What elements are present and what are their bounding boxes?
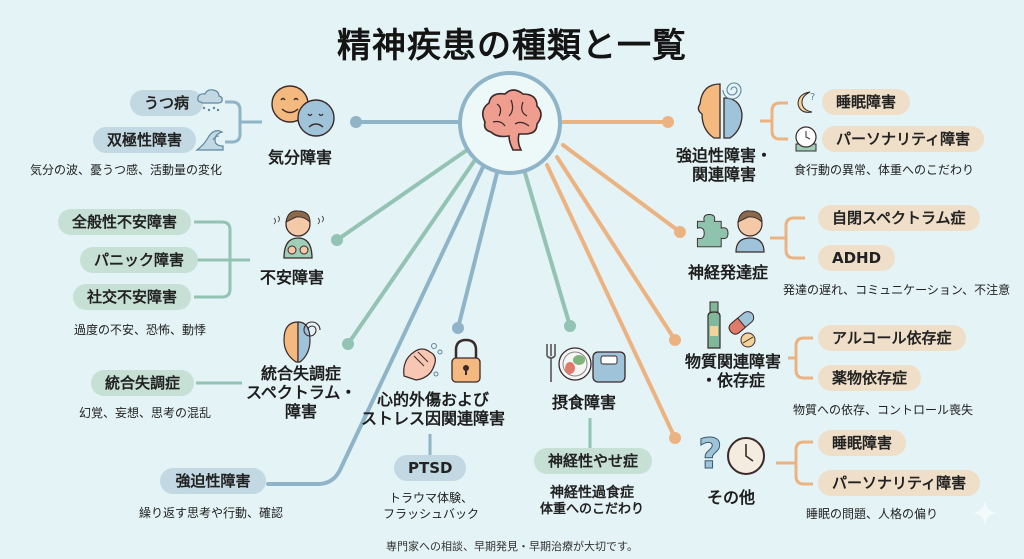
category-trauma-label: 心的外傷および ストレス因関連障害: [360, 390, 505, 428]
rain-cloud-icon: [196, 88, 224, 118]
pill-sleep-disorder[interactable]: 睡眠障害: [822, 89, 911, 115]
brain-hub: [457, 70, 563, 176]
plate-scale-icon: [543, 338, 627, 390]
schizophrenia-description: 幻覚、妄想、思考の混乱: [79, 406, 212, 420]
bottle-pills-icon: [704, 300, 762, 354]
pill-alcohol[interactable]: アルコール依存症: [818, 325, 966, 351]
substance-description: 物質への依存、コントロール喪失: [793, 403, 974, 417]
category-other-label: その他: [707, 488, 756, 507]
svg-text:?: ?: [698, 430, 722, 478]
eating-description: 神経性過食症 体重へのこだわり: [539, 485, 644, 517]
happy-sad-faces-icon: [268, 82, 340, 146]
sparkle-icon: [972, 500, 998, 530]
question-clock-icon: ?: [698, 429, 768, 484]
pill-drug[interactable]: 薬物依存症: [818, 365, 922, 391]
page-title: 精神疾患の種類と一覧: [337, 26, 687, 66]
pill-other-sleep[interactable]: 睡眠障害: [818, 430, 907, 456]
category-schizophrenia-label: 統合失調症 スペクトラム・ 障害: [246, 364, 357, 421]
neurodev-description: 発達の遅れ、コミュニケーション、不注意: [783, 283, 1011, 297]
pill-personality-disorder[interactable]: パーソナリティ障害: [822, 126, 985, 152]
washing-hands-lock-icon: [400, 338, 490, 390]
category-substance-label: 物質関連障害 ・依存症: [684, 352, 781, 390]
svg-text:?: ?: [810, 92, 815, 103]
category-eating-label: 摂食障害: [552, 393, 617, 412]
pill-adhd[interactable]: ADHD: [818, 245, 896, 271]
ocd-description: 繰り返す思考や行動、確認: [139, 506, 284, 520]
puzzle-child-icon: [694, 206, 766, 258]
category-mood-label: 気分障害: [268, 148, 333, 167]
footer-note: 専門家への相談、早期発見・早期治療が大切です。: [386, 540, 638, 553]
trauma-description: トラウマ体験、 フラッシュバック: [382, 491, 479, 521]
pill-autism[interactable]: 自閉スペクトラム症: [818, 205, 980, 231]
brain-icon: [458, 71, 562, 175]
pill-gad[interactable]: 全般性不安障害: [58, 209, 192, 235]
pill-ocd[interactable]: 強迫性障害: [160, 468, 266, 494]
pill-panic[interactable]: パニック障害: [80, 247, 199, 273]
pill-depression[interactable]: うつ病: [130, 90, 204, 116]
category-ocd-related-label: 強迫性障害・ 関連障害: [676, 146, 773, 184]
pill-schizophrenia[interactable]: 統合失調症: [91, 370, 195, 396]
ocd-related-description: 食行動の異常、体重へのこだわり: [794, 163, 975, 177]
pill-anorexia[interactable]: 神経性やせ症: [534, 448, 653, 474]
pill-bipolar[interactable]: 双極性障害: [93, 127, 197, 153]
other-description: 睡眠の問題、人格の偏り: [806, 507, 939, 521]
category-neurodev-label: 神経発達症: [688, 263, 769, 282]
pill-social-anxiety[interactable]: 社交不安障害: [73, 284, 192, 310]
mood-description: 気分の波、憂うつ感、活動量の変化: [30, 163, 223, 177]
moon-question-icon: ?: [792, 88, 820, 120]
two-faces-spiral-icon: [690, 80, 756, 146]
pill-ptsd[interactable]: PTSD: [394, 455, 466, 481]
split-face-spiral-icon: [274, 318, 324, 368]
anxious-person-icon: [270, 206, 326, 264]
anxiety-description: 過度の不安、恐怖、動悸: [74, 323, 207, 337]
clock-icon: [793, 124, 819, 156]
pill-other-personality[interactable]: パーソナリティ障害: [818, 470, 981, 496]
category-anxiety-label: 不安障害: [260, 268, 325, 287]
wave-icon: [195, 128, 225, 156]
